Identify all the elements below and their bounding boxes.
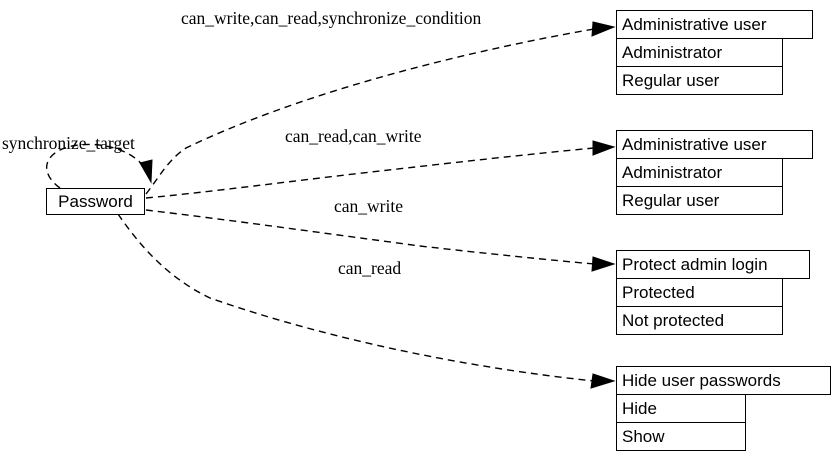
node-title-label: Protect admin login — [622, 255, 768, 274]
node-option-label: Regular user — [622, 71, 720, 90]
edge-path-3 — [145, 209, 595, 265]
node-title-label: Administrative user — [622, 135, 767, 154]
node-protect-admin-login-option-0[interactable]: Protected — [616, 278, 783, 307]
node-protect-admin-login-option-1[interactable]: Not protected — [616, 306, 783, 335]
node-administrative-user-2-option-0[interactable]: Administrator — [616, 158, 783, 187]
node-option-label: Not protected — [622, 311, 725, 330]
node-option-label: Hide — [622, 399, 657, 418]
edge-can-write-can-read-synchronize-condition — [145, 21, 616, 195]
arrowhead-2 — [592, 140, 616, 156]
edge-label-3: can_write — [334, 196, 403, 216]
arrowhead-1 — [591, 21, 616, 37]
node-title-label: Hide user passwords — [622, 371, 781, 390]
edge-synchronize-target — [46, 143, 153, 189]
node-administrative-user-1-option-1[interactable]: Regular user — [616, 66, 783, 95]
node-option-label: Administrator — [622, 163, 723, 182]
edge-label-2: can_read,can_write — [285, 126, 422, 146]
node-option-label: Show — [622, 427, 665, 446]
edge-can-write — [145, 209, 616, 272]
node-protect-admin-login-title[interactable]: Protect admin login — [616, 250, 810, 279]
node-option-label: Administrator — [622, 43, 723, 62]
edge-path-2 — [145, 147, 595, 199]
node-password[interactable]: Password — [46, 188, 145, 215]
edge-label-1: can_write,can_read,synchronize_condition — [181, 8, 482, 28]
edge-can-read — [117, 213, 616, 389]
node-hide-user-passwords-option-1[interactable]: Show — [616, 422, 746, 451]
node-option-label: Regular user — [622, 191, 720, 210]
edge-path-1 — [145, 28, 595, 195]
node-hide-user-passwords-title[interactable]: Hide user passwords — [616, 366, 831, 395]
edge-label-synchronize-target: synchronize_target — [2, 133, 135, 153]
node-option-label: Protected — [622, 283, 695, 302]
edge-can-read-can-write — [145, 140, 616, 199]
node-title-label: Administrative user — [622, 15, 767, 34]
node-administrative-user-1-option-0[interactable]: Administrator — [616, 38, 783, 67]
node-administrative-user-2-option-1[interactable]: Regular user — [616, 186, 783, 215]
node-hide-user-passwords-option-0[interactable]: Hide — [616, 394, 746, 423]
edge-label-4: can_read — [338, 258, 402, 278]
node-administrative-user-1-title[interactable]: Administrative user — [616, 10, 813, 39]
edge-path-4 — [117, 213, 595, 382]
arrowhead-synchronize-target — [139, 159, 153, 184]
arrowhead-3 — [591, 256, 616, 272]
node-administrative-user-2-title[interactable]: Administrative user — [616, 130, 813, 159]
node-password-label: Password — [58, 191, 133, 211]
arrowhead-4 — [590, 373, 616, 389]
edge-path-synchronize-target — [46, 143, 147, 189]
